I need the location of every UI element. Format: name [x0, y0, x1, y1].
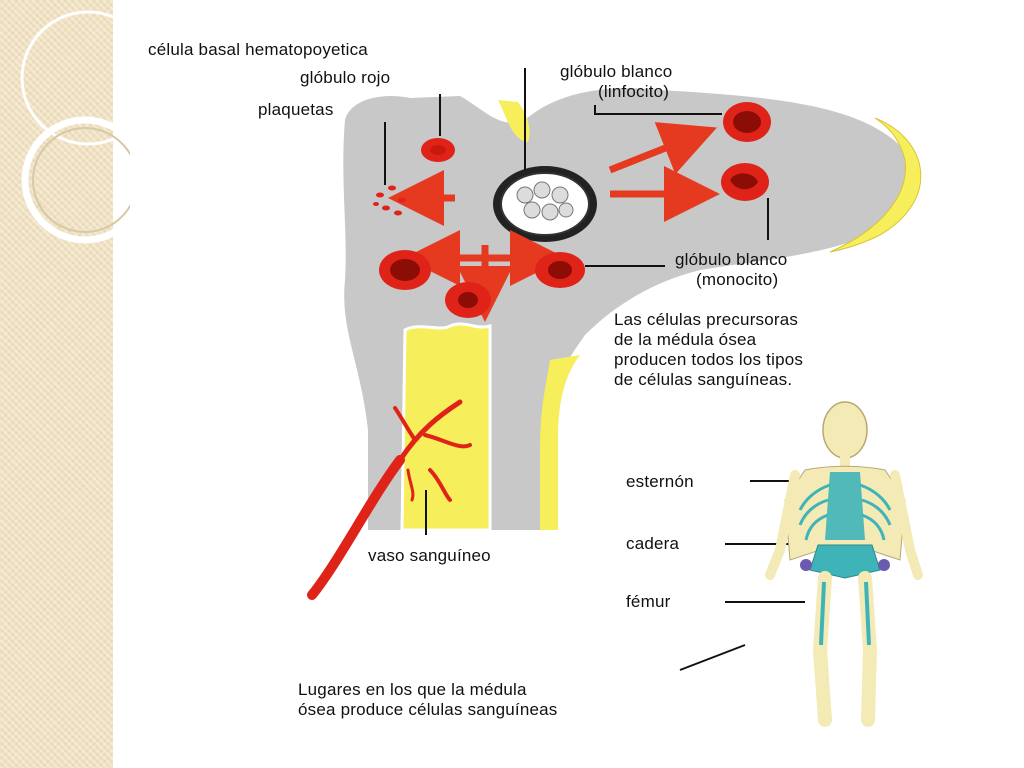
label-lymphocyte-1: glóbulo blanco: [560, 62, 673, 81]
label-vessel: vaso sanguíneo: [368, 546, 491, 565]
red-blood-cell: [421, 138, 455, 162]
lymphocyte-cell: [723, 102, 771, 142]
monocyte-cell-right: [721, 163, 769, 201]
femur-bone: [343, 88, 922, 532]
bone-marrow-diagram: [307, 68, 923, 727]
leader-lines: [384, 68, 805, 671]
decorative-circles: [20, 10, 130, 244]
label-sternum: esternón: [626, 472, 694, 491]
label-precursor-3: producen todos los tipos: [614, 350, 804, 369]
label-platelets: plaquetas: [258, 100, 334, 119]
stem-cell: [493, 166, 597, 242]
cartilage-top-notch: [498, 100, 530, 142]
label-precursor-1: Las células precursoras: [614, 310, 799, 329]
blood-vessel: [307, 399, 472, 600]
cartilage-crescent: [829, 117, 922, 253]
label-monocyte-2: (monocito): [696, 270, 779, 289]
decor-circle-outer: [21, 116, 130, 244]
label-red-cell: glóbulo rojo: [300, 68, 391, 87]
label-places-2: ósea produce células sanguíneas: [298, 700, 558, 719]
arrows: [388, 122, 720, 322]
label-precursor-4: de células sanguíneas.: [614, 370, 793, 389]
label-hip: cadera: [626, 534, 680, 553]
shaft-cortex-right: [540, 355, 580, 530]
label-monocyte-1: glóbulo blanco: [675, 250, 788, 269]
blood-cell-center: [445, 282, 491, 318]
marrow-cavity: [400, 322, 492, 532]
platelets: [373, 185, 406, 216]
label-lymphocyte-2: (linfocito): [598, 82, 670, 101]
label-places-1: Lugares en los que la médula: [298, 680, 527, 699]
decor-circle-large: [20, 10, 130, 146]
label-stem-cell: célula basal hematopoyetica: [148, 40, 368, 59]
skeleton-figure: [765, 401, 923, 727]
blood-cell-left: [379, 250, 431, 290]
label-femur: fémur: [626, 592, 671, 611]
blood-cell-right: [535, 252, 585, 288]
label-precursor-2: de la médula ósea: [614, 330, 757, 349]
decor-circle-inner: [32, 127, 130, 233]
